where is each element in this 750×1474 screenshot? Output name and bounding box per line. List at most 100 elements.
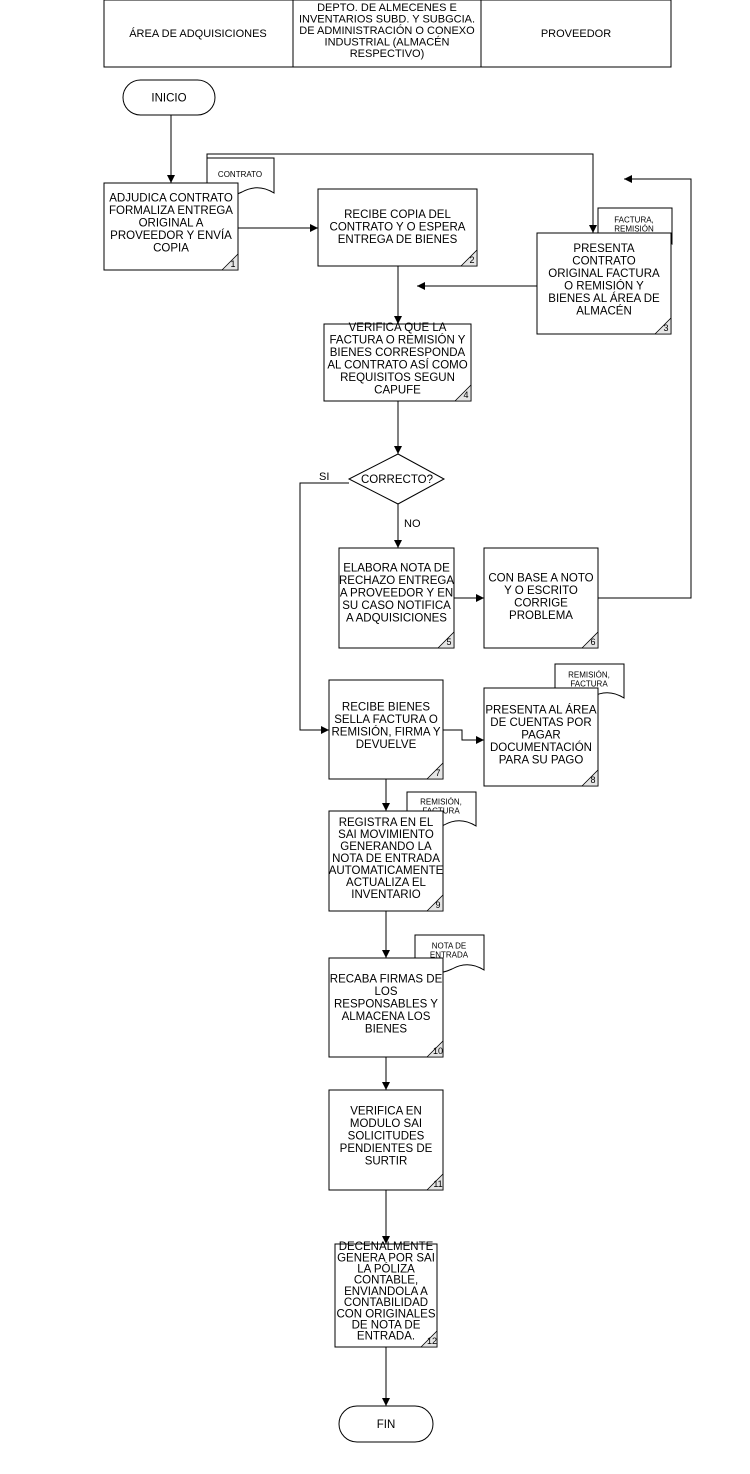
svg-text:CORRECTO?: CORRECTO?	[361, 474, 433, 486]
text-line: CONTRATO	[218, 170, 262, 179]
step-number: 4	[463, 390, 468, 400]
step-number: 10	[433, 1046, 443, 1056]
text-line: CONTABILIDAD	[344, 1297, 428, 1309]
text-line: SURTIR	[365, 1155, 408, 1167]
end-terminal: FIN	[338, 1405, 434, 1443]
text-line: ÁREA DE ADQUISICIONES	[129, 27, 267, 40]
step-number: 12	[427, 1336, 437, 1346]
text-line: NOTA DE	[432, 942, 467, 951]
text-line: ADJUDICA CONTRATO	[109, 192, 233, 204]
step-number-corner	[581, 631, 599, 649]
decision-correcto: CORRECTO?	[347, 453, 446, 505]
text-line: DEVUELVE	[356, 739, 417, 751]
text-line: SELLA FACTURA O	[334, 714, 438, 726]
text-line: PARA SU PAGO	[499, 754, 584, 766]
text-line: LA PÓLIZA	[357, 1263, 415, 1276]
text-line: A ADQUISICIONES	[346, 612, 447, 624]
text-line: RESPECTIVO)	[350, 48, 425, 60]
svg-text:REMISIÓN,FACTURA: REMISIÓN,FACTURA	[568, 671, 610, 689]
text-line: CAPUFE	[374, 385, 421, 397]
text-line: GENERANDO LA	[340, 841, 432, 853]
text-line: REMISIÓN,	[568, 671, 610, 680]
text-line: RECABA FIRMAS DE	[330, 973, 443, 985]
step-number: 7	[435, 768, 440, 778]
text-line: SOLICITUDES	[348, 1130, 425, 1142]
text-line: PRESENTA	[573, 243, 634, 255]
text-line: RECHAZO ENTREGA	[339, 575, 454, 587]
text-line: DE CUENTAS POR	[490, 717, 591, 729]
text-line: DEPTO. DE ALMECENES E	[317, 2, 457, 14]
step-number-corner	[420, 1330, 438, 1348]
text-line: REMISIÓN,	[420, 798, 462, 807]
text-line: BIENES CORRESPONDA	[330, 347, 466, 359]
process-box	[323, 323, 472, 402]
step-number: 2	[469, 255, 474, 265]
process-box	[328, 679, 444, 780]
process-box	[483, 547, 599, 649]
text-line: PENDIENTES DE	[340, 1143, 433, 1155]
step-number-corner	[221, 253, 239, 271]
text-line: GENERA POR SAI	[337, 1252, 435, 1264]
text-line: ALMACÉN	[576, 305, 632, 318]
step-number: 5	[446, 637, 451, 647]
step-number: 11	[433, 1179, 442, 1189]
text-line: PRESENTA AL ÁREA	[485, 703, 597, 716]
step-number: 9	[435, 900, 440, 910]
start-terminal: INICIO	[122, 79, 216, 116]
step-number-corner	[426, 1173, 444, 1191]
process-box	[317, 188, 478, 267]
step-number-corner	[460, 249, 478, 267]
process-box	[338, 547, 455, 649]
text-line: CONTRATO Y O ESPERA	[330, 221, 466, 233]
step-number-corner	[454, 384, 472, 402]
step-number-corner	[654, 317, 672, 335]
text-line: REMISIÓN, FIRMA Y	[331, 726, 440, 739]
text-line: NOTA DE ENTRADA	[332, 853, 440, 865]
text-line: DE NOTA DE	[352, 1320, 421, 1332]
step-number-corner	[426, 1040, 444, 1058]
text-line: CORRIGE	[514, 598, 568, 610]
text-line: CON BASE A NOTO	[488, 573, 593, 585]
step-number: 6	[590, 637, 595, 647]
text-line: INDUSTRIAL (ALMACÉN	[325, 36, 450, 49]
text-line: ENTRADA	[430, 951, 469, 960]
text-line: FACTURA O REMISIÓN Y	[330, 334, 466, 347]
step-number: 1	[230, 259, 235, 269]
process-box	[536, 232, 672, 335]
decision-no-label: NO	[404, 518, 421, 530]
text-line: Y O ESCRITO	[504, 585, 578, 597]
text-line: DOCUMENTACIÓN	[490, 741, 592, 754]
text-line: A PROVEEDOR Y EN	[340, 587, 453, 599]
step-number: 8	[590, 775, 595, 785]
text-line: PROVEEDOR Y ENVÍA	[110, 229, 232, 242]
text-line: AUTOMATICAMENTE	[329, 865, 444, 877]
process-box	[334, 1243, 438, 1348]
step-number-corner	[426, 894, 444, 912]
text-line: ENTRADA.	[357, 1331, 415, 1343]
text-line: RECIBE BIENES	[342, 702, 431, 714]
step-number-corner	[437, 631, 455, 649]
text-line: MODULO SAI	[350, 1118, 422, 1130]
text-line: VERIFICA QUE LA	[349, 322, 447, 334]
text-line: SAI MOVIMIENTO	[338, 829, 434, 841]
text-line: VERIFICA EN	[350, 1105, 422, 1117]
text-line: ENVIANDOLA A	[344, 1286, 428, 1298]
text-line: RESPONSABLES Y	[334, 998, 438, 1010]
